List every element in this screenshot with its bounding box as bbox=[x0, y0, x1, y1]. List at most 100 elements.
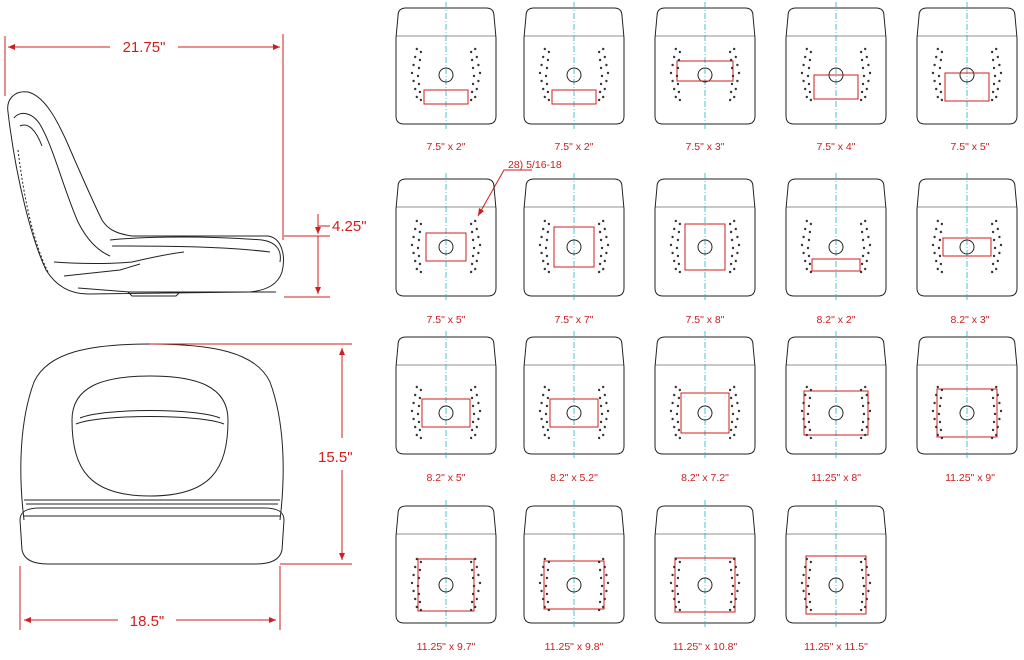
bolt-pattern-rect bbox=[553, 226, 595, 268]
bolt-holes bbox=[669, 385, 741, 440]
bolt-holes bbox=[538, 385, 610, 440]
bolt-pattern-rect bbox=[936, 388, 998, 438]
seat-outline bbox=[785, 178, 887, 297]
seat-outline bbox=[654, 336, 756, 455]
bolt-holes bbox=[410, 47, 482, 102]
pattern-label: 8.2" x 2" bbox=[817, 314, 856, 326]
pattern-label: 7.5" x 7" bbox=[555, 314, 594, 326]
center-hole bbox=[697, 67, 713, 83]
seat-outline bbox=[523, 505, 625, 624]
bolt-pattern-rect bbox=[549, 398, 599, 428]
seat-outline bbox=[523, 336, 625, 455]
seat-outline bbox=[916, 178, 1018, 297]
center-hole bbox=[438, 239, 454, 255]
center-hole bbox=[828, 577, 844, 593]
seat-outline bbox=[395, 336, 497, 455]
bolt-holes bbox=[410, 219, 482, 274]
seat-outline bbox=[916, 336, 1018, 455]
center-hole bbox=[566, 405, 582, 421]
bolt-pattern-18: 11.25" x 10.8" bbox=[654, 500, 756, 653]
bolt-pattern-rect bbox=[551, 89, 597, 105]
seat-outline bbox=[395, 7, 497, 125]
bolt-pattern-rect bbox=[421, 398, 471, 428]
center-hole bbox=[959, 405, 975, 421]
bolt-holes bbox=[800, 385, 872, 440]
seat-outline bbox=[654, 178, 756, 297]
center-hole bbox=[566, 577, 582, 593]
bolt-pattern-1: 7.5" x 2" bbox=[395, 2, 497, 153]
front-width-label: 18.5" bbox=[130, 613, 165, 630]
bolt-pattern-14: 11.25" x 8" bbox=[785, 331, 887, 484]
front-height-dimension bbox=[150, 343, 352, 565]
bolt-pattern-5: 7.5" x 5" bbox=[916, 2, 1018, 153]
bolt-pattern-rect bbox=[944, 72, 990, 102]
bolt-pattern-4: 7.5" x 4" bbox=[785, 2, 887, 153]
bolt-pattern-6: 7.5" x 5" bbox=[395, 173, 497, 326]
pattern-label: 7.5" x 5" bbox=[951, 141, 990, 153]
pattern-label: 11.25" x 8" bbox=[811, 472, 861, 484]
bolt-pattern-2: 7.5" x 2" bbox=[523, 2, 625, 153]
bolt-pattern-rect bbox=[680, 392, 730, 434]
pattern-label: 8.2" x 5.2" bbox=[550, 472, 598, 484]
bolt-pattern-rect bbox=[942, 237, 992, 257]
front-seat-outline bbox=[19, 343, 285, 565]
bolt-callout: 28) 5/16-18 bbox=[477, 159, 562, 217]
center-hole bbox=[566, 239, 582, 255]
bolt-holes bbox=[669, 219, 741, 274]
bolt-holes bbox=[931, 47, 1003, 102]
bolt-pattern-13: 8.2" x 7.2" bbox=[654, 331, 756, 484]
bolt-pattern-9: 8.2" x 2" bbox=[785, 173, 887, 326]
bolt-pattern-11: 8.2" x 5" bbox=[395, 331, 497, 484]
bolt-holes bbox=[800, 219, 872, 274]
center-hole bbox=[828, 239, 844, 255]
bolt-holes bbox=[538, 557, 610, 612]
bolt-holes bbox=[410, 557, 482, 612]
pattern-label: 7.5" x 2" bbox=[555, 141, 594, 153]
seat-outline bbox=[523, 178, 625, 297]
bolt-holes bbox=[800, 47, 872, 102]
seat-outline bbox=[785, 336, 887, 455]
bolt-pattern-16: 11.25" x 9.7" bbox=[395, 500, 497, 653]
center-hole bbox=[438, 67, 454, 83]
side-view: 21.75" 4.25" bbox=[4, 34, 367, 298]
bolt-pattern-rect bbox=[674, 557, 736, 613]
bolt-pattern-10: 8.2" x 3" bbox=[916, 173, 1018, 326]
pattern-label: 11.25" x 11.5" bbox=[804, 641, 868, 653]
side-height-label: 4.25" bbox=[332, 218, 367, 235]
front-view: 15.5" 18.5" bbox=[19, 343, 353, 630]
center-hole bbox=[697, 239, 713, 255]
seat-outline bbox=[654, 7, 756, 125]
pattern-label: 11.25" x 10.8" bbox=[673, 641, 738, 653]
bolt-pattern-rect bbox=[813, 74, 859, 100]
bolt-pattern-17: 11.25" x 9.8" bbox=[523, 500, 625, 653]
bolt-pattern-rect bbox=[425, 232, 467, 262]
seat-outline bbox=[523, 7, 625, 125]
bolt-pattern-8: 7.5" x 8" bbox=[654, 173, 756, 326]
seat-outline bbox=[395, 178, 497, 297]
bolt-pattern-7: 7.5" x 7" bbox=[523, 173, 625, 326]
seat-outline bbox=[785, 505, 887, 624]
pattern-label: 8.2" x 7.2" bbox=[681, 472, 729, 484]
seat-outline bbox=[916, 7, 1018, 125]
pattern-label: 11.25" x 9" bbox=[945, 472, 995, 484]
center-hole bbox=[697, 405, 713, 421]
bolt-pattern-rect bbox=[805, 555, 867, 615]
front-height-label: 15.5" bbox=[318, 449, 353, 466]
center-hole bbox=[959, 67, 975, 83]
bolt-pattern-rect bbox=[811, 258, 861, 272]
bolt-pattern-12: 8.2" x 5.2" bbox=[523, 331, 625, 484]
side-seat-outline bbox=[7, 91, 284, 297]
bolt-pattern-19: 11.25" x 11.5" bbox=[785, 500, 887, 653]
seat-outline bbox=[395, 505, 497, 624]
center-hole bbox=[438, 405, 454, 421]
bolt-holes bbox=[410, 385, 482, 440]
bolt-holes bbox=[538, 47, 610, 102]
pattern-label: 7.5" x 8" bbox=[686, 314, 725, 326]
center-hole bbox=[959, 239, 975, 255]
pattern-label: 11.25" x 9.7" bbox=[417, 641, 476, 653]
bolt-pattern-rect bbox=[684, 223, 726, 271]
center-hole bbox=[697, 577, 713, 593]
bolt-pattern-rect bbox=[423, 89, 469, 105]
bolt-holes bbox=[538, 219, 610, 274]
